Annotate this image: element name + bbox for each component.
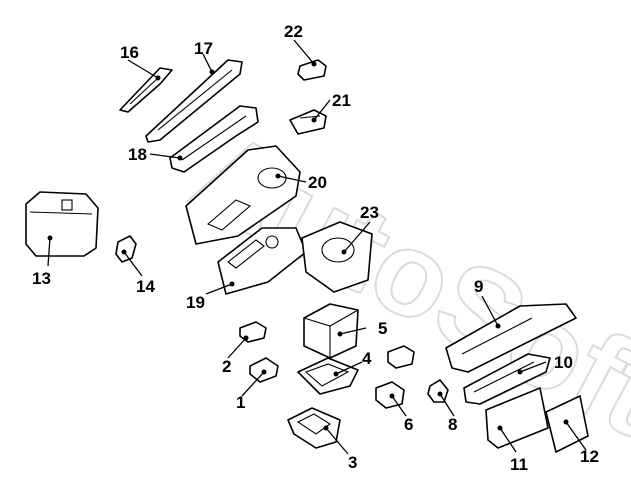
label-8: 8 <box>448 415 457 434</box>
label-13: 13 <box>32 269 51 288</box>
label-5: 5 <box>378 319 387 338</box>
label-20: 20 <box>308 173 327 192</box>
label-10: 10 <box>554 353 573 372</box>
part-22 <box>297 59 327 81</box>
part-10 <box>463 353 551 405</box>
label-9: 9 <box>474 277 483 296</box>
label-17: 17 <box>194 39 213 58</box>
leader-lines <box>47 39 587 455</box>
part-18 <box>169 105 259 173</box>
part-20 <box>185 145 301 245</box>
part-block <box>387 345 415 369</box>
label-6: 6 <box>404 415 413 434</box>
label-2: 2 <box>222 357 231 376</box>
part-3 <box>287 407 341 449</box>
label-21: 21 <box>332 91 351 110</box>
label-19: 19 <box>186 293 205 312</box>
label-3: 3 <box>348 453 357 472</box>
label-11: 11 <box>510 455 528 474</box>
label-12: 12 <box>580 447 599 466</box>
label-4: 4 <box>362 349 372 368</box>
label-16: 16 <box>120 43 139 62</box>
part-8 <box>427 379 449 403</box>
label-22: 22 <box>284 22 303 41</box>
part-16 <box>119 67 173 113</box>
part-21 <box>289 109 327 135</box>
label-18: 18 <box>128 145 147 164</box>
label-1: 1 <box>236 393 245 412</box>
label-23: 23 <box>360 203 379 222</box>
part-4 <box>297 357 359 395</box>
part-14 <box>115 235 137 263</box>
label-14: 14 <box>136 277 155 296</box>
callout-labels: 16 17 22 21 18 20 23 13 14 19 2 1 5 4 3 … <box>32 22 599 474</box>
part-17 <box>145 59 243 143</box>
part-5 <box>303 303 359 359</box>
part-11 <box>485 387 549 449</box>
part-9 <box>445 303 577 373</box>
part-13 <box>25 191 99 257</box>
